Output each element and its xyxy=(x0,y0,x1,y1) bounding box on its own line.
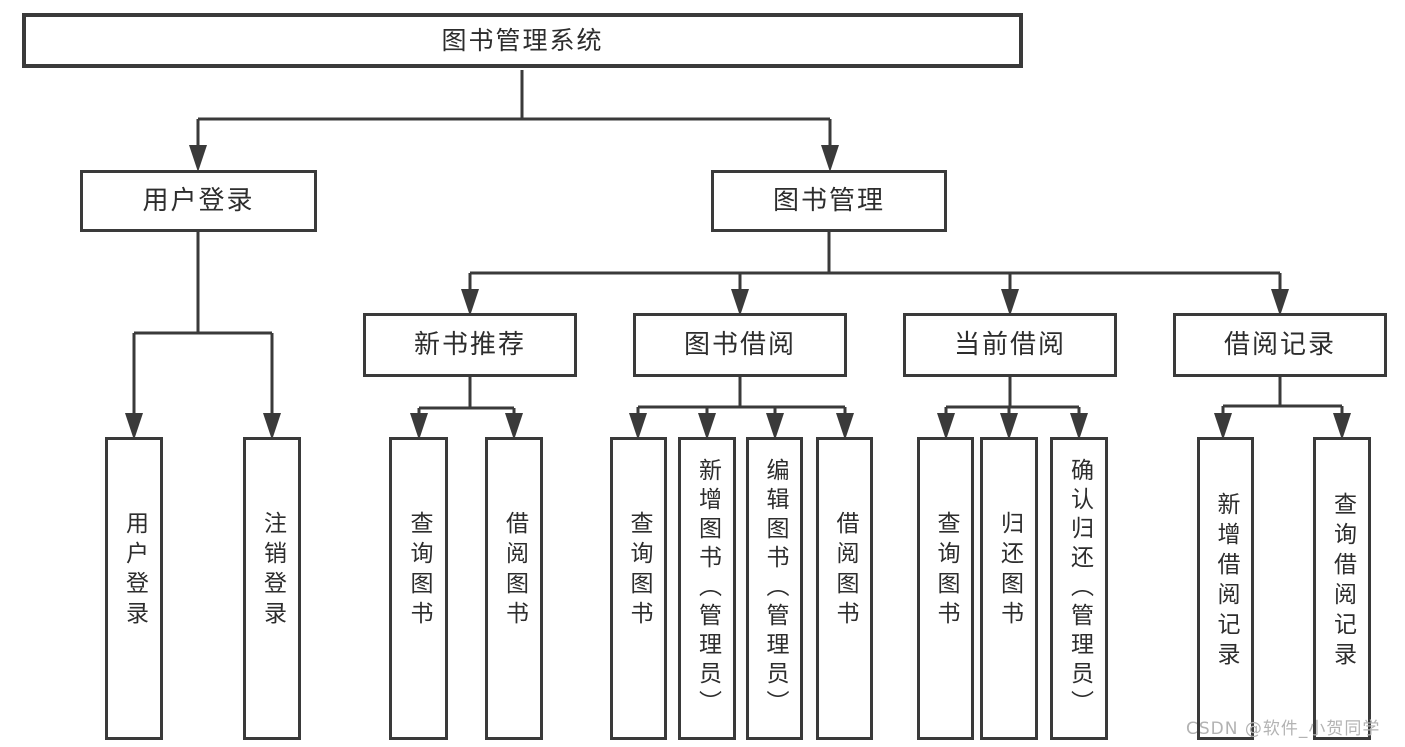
leaf-confirm-return-admin: 确认归还（管理员） xyxy=(1050,437,1108,740)
arrow-down-icon xyxy=(1271,289,1289,316)
arrow-down-icon xyxy=(1214,413,1232,440)
node-borrowing-records: 借阅记录 xyxy=(1173,313,1387,377)
leaf-query-books-borrowing: 查询图书 xyxy=(610,437,667,740)
leaf-edit-books-admin: 编辑图书（管理员） xyxy=(746,437,803,740)
arrow-down-icon xyxy=(125,413,143,440)
arrow-down-icon xyxy=(189,145,207,172)
arrow-down-icon xyxy=(410,413,428,440)
node-new-book-recommendation: 新书推荐 xyxy=(363,313,577,377)
leaf-user-login: 用户登录 xyxy=(105,437,163,740)
leaf-add-books-admin: 新增图书（管理员） xyxy=(678,437,736,740)
arrow-down-icon xyxy=(505,413,523,440)
node-book-borrowing: 图书借阅 xyxy=(633,313,847,377)
arrow-down-icon xyxy=(836,413,854,440)
leaf-borrow-books-borrowing: 借阅图书 xyxy=(816,437,873,740)
arrow-down-icon xyxy=(766,413,784,440)
arrow-down-icon xyxy=(629,413,647,440)
arrow-down-icon xyxy=(1070,413,1088,440)
node-current-borrowing: 当前借阅 xyxy=(903,313,1117,377)
leaf-query-borrow-record: 查询借阅记录 xyxy=(1313,437,1371,740)
node-book-management: 图书管理 xyxy=(711,170,947,232)
leaf-logout: 注销登录 xyxy=(243,437,301,740)
arrow-down-icon xyxy=(1333,413,1351,440)
leaf-query-books-current: 查询图书 xyxy=(917,437,974,740)
leaf-query-books-recommend: 查询图书 xyxy=(389,437,448,740)
leaf-borrow-books-recommend: 借阅图书 xyxy=(485,437,543,740)
arrow-down-icon xyxy=(731,289,749,316)
arrow-down-icon xyxy=(461,289,479,316)
arrow-down-icon xyxy=(263,413,281,440)
csdn-watermark: CSDN @软件_小贺同学 xyxy=(1186,719,1381,739)
node-user-login: 用户登录 xyxy=(80,170,317,232)
arrow-down-icon xyxy=(698,413,716,440)
arrow-down-icon xyxy=(1000,413,1018,440)
arrow-down-icon xyxy=(1001,289,1019,316)
node-library-management-system: 图书管理系统 xyxy=(22,13,1023,68)
leaf-add-borrow-record: 新增借阅记录 xyxy=(1197,437,1254,740)
arrow-down-icon xyxy=(937,413,955,440)
arrow-down-icon xyxy=(821,145,839,172)
leaf-return-books: 归还图书 xyxy=(980,437,1038,740)
